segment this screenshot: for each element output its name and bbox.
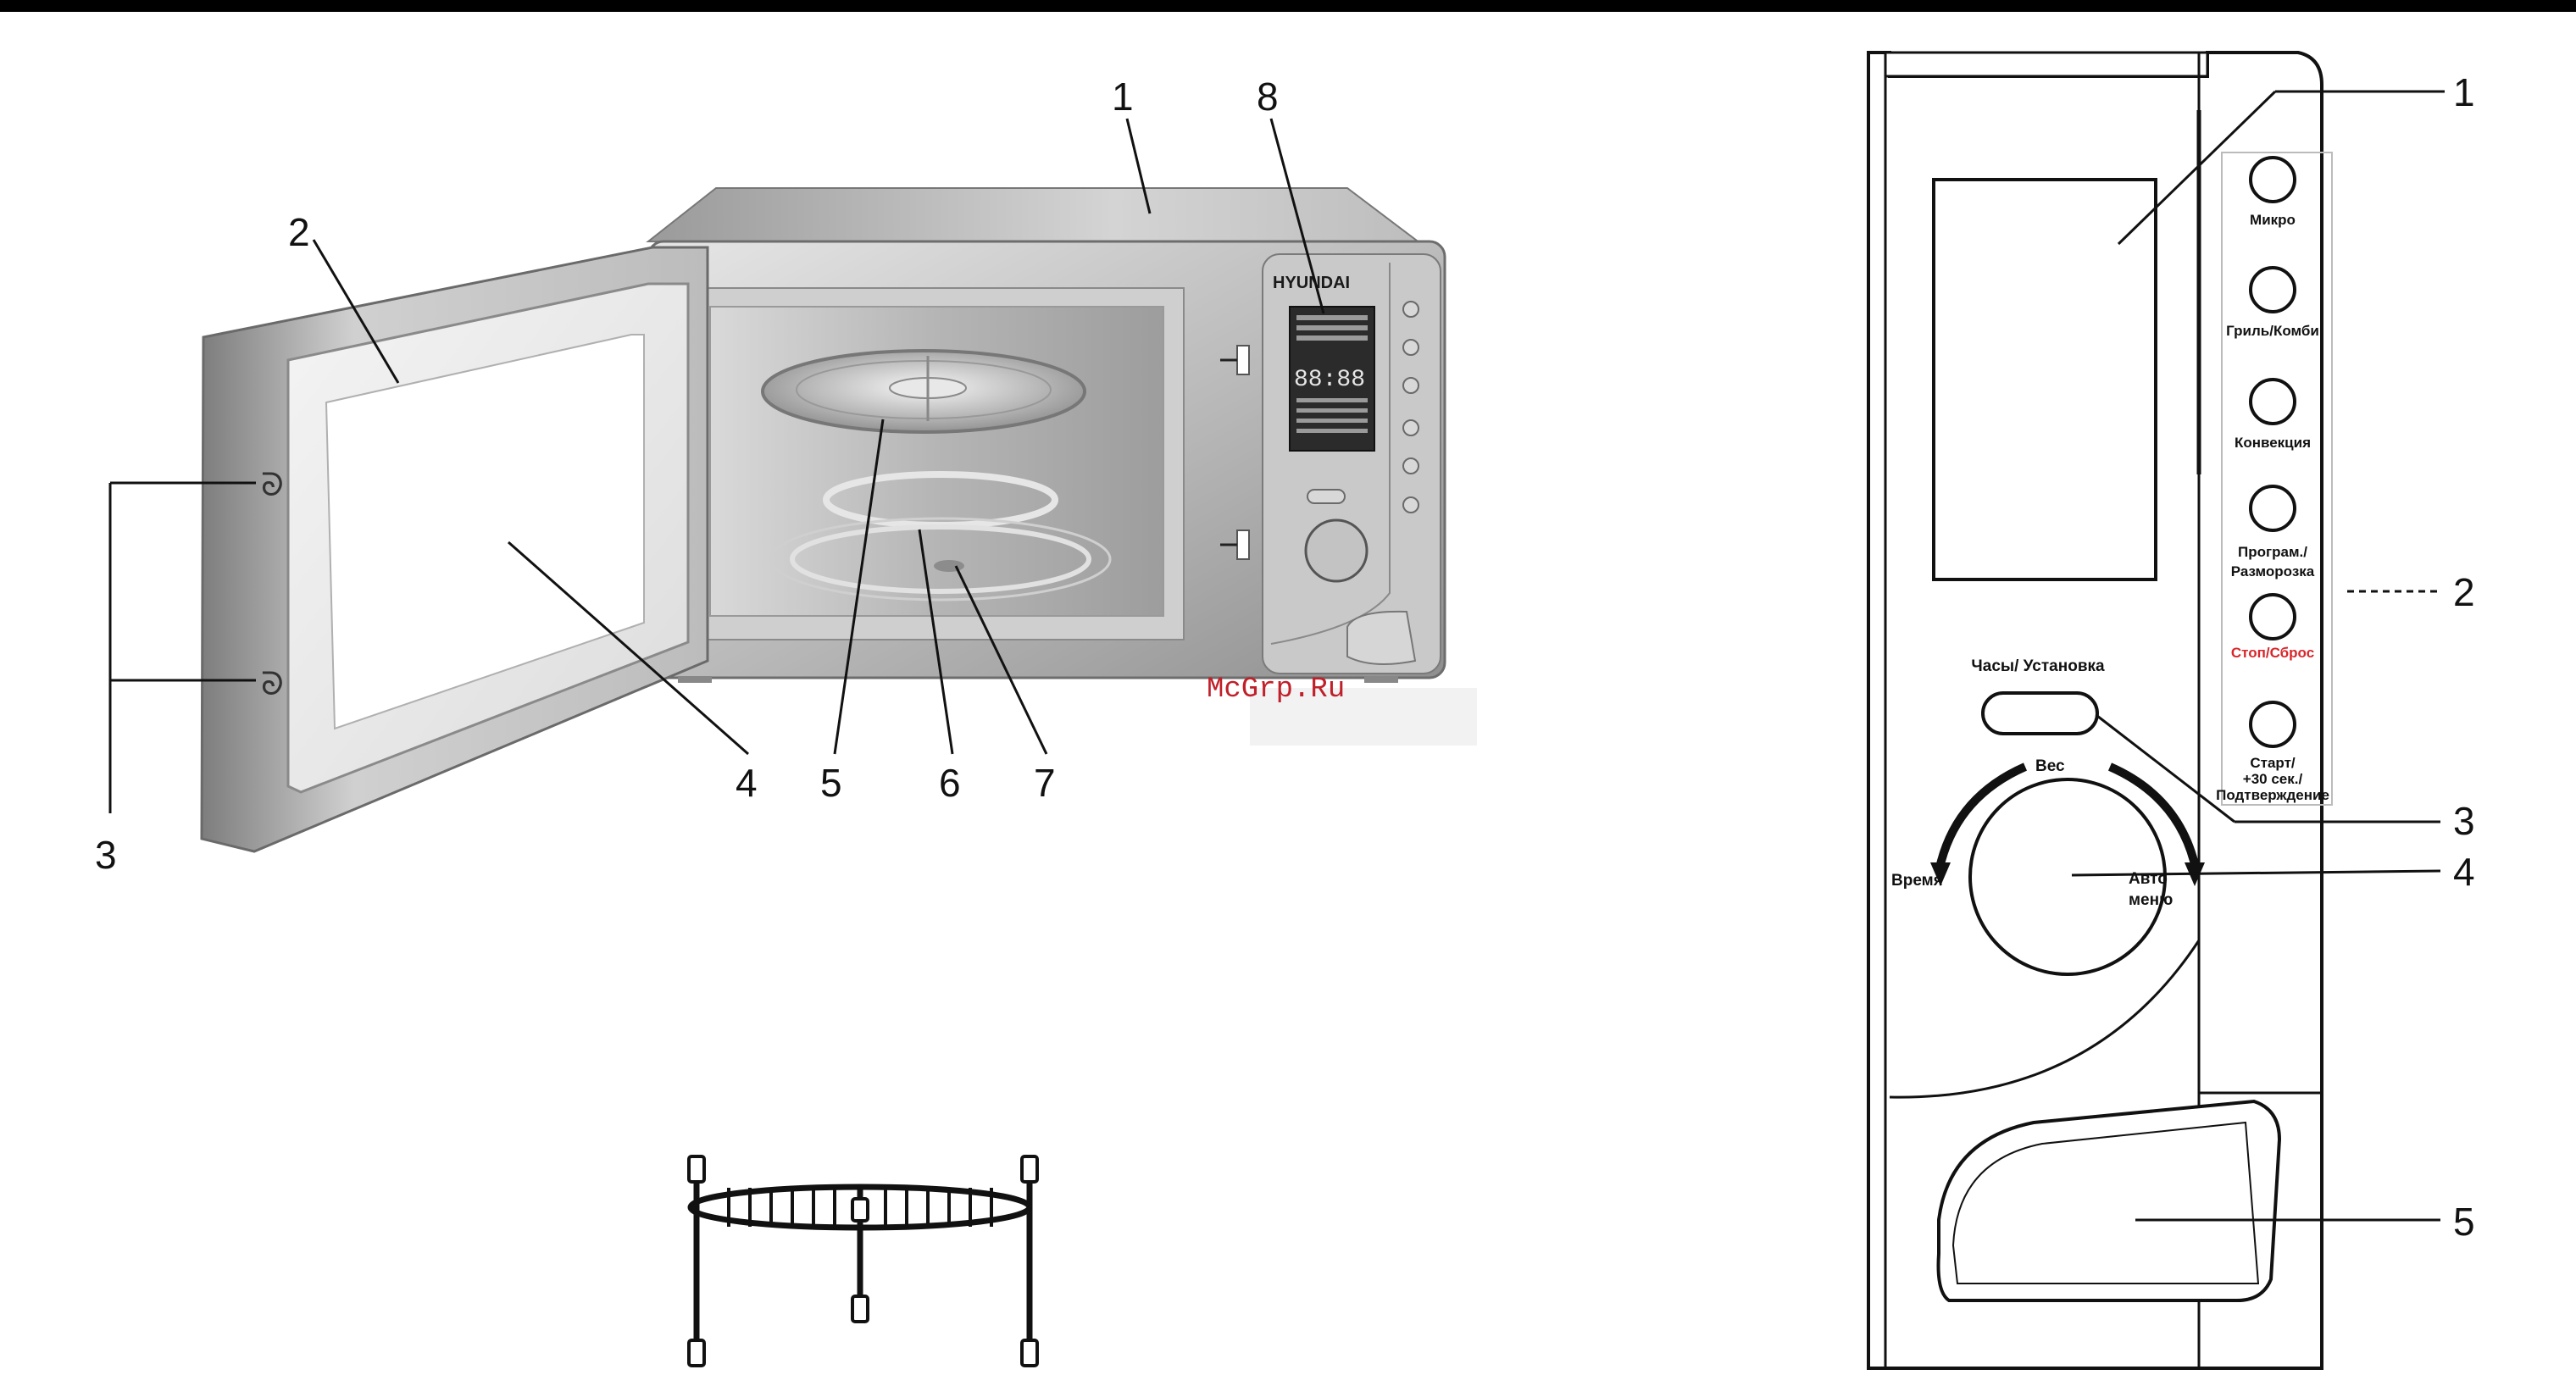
panel-callout-4: 4 xyxy=(2453,850,2475,894)
panel-callout-1: 1 xyxy=(2453,70,2475,114)
dial-auto-label: Авто xyxy=(2129,870,2168,888)
grill-combi-label: Гриль/Комби xyxy=(2226,323,2319,339)
start-label: Старт/ xyxy=(2250,755,2296,771)
panel-callout-2: 2 xyxy=(2453,570,2475,614)
brand-logo: HYUNDAI xyxy=(1273,274,1350,292)
dial-time-label: Время xyxy=(1891,872,1943,890)
grill-combi-button xyxy=(2251,268,2295,312)
convection-label: Конвекция xyxy=(2235,435,2311,451)
program-label: Програм./ xyxy=(2238,544,2307,560)
microwave-illustration: HYUNDAI 88:88 ᘐ ᘐ McGrp.Ru xyxy=(95,75,1477,877)
watermark: McGrp.Ru xyxy=(1207,674,1345,706)
confirm-label: Подтверждение xyxy=(2216,787,2329,803)
display-digits: 88:88 xyxy=(1294,367,1365,393)
dial-menu-label: меню xyxy=(2129,891,2173,909)
panel-callout-5: 5 xyxy=(2453,1200,2475,1244)
callout-3: 3 xyxy=(95,833,117,877)
callout-7: 7 xyxy=(1034,761,1056,805)
clock-button xyxy=(1983,693,2097,734)
latch-hook-lower-icon: ᘐ xyxy=(261,665,284,702)
plus30-label: +30 сек./ xyxy=(2243,771,2303,787)
panel-callout-3: 3 xyxy=(2453,799,2475,843)
callout-2: 2 xyxy=(288,210,310,254)
callout-6: 6 xyxy=(939,761,961,805)
micro-label: Микро xyxy=(2250,212,2296,228)
latch-hook-upper-icon: ᘐ xyxy=(261,466,284,503)
stop-reset-label: Стоп/Сброс xyxy=(2231,645,2314,661)
dial-weight-label: Вес xyxy=(2035,757,2065,775)
callout-1: 1 xyxy=(1112,75,1134,119)
defrost-label: Разморозка xyxy=(2231,563,2315,579)
mini-dial xyxy=(1306,520,1367,581)
stop-reset-button xyxy=(2251,595,2295,639)
wire-rack-illustration xyxy=(689,1156,1037,1366)
micro-button xyxy=(2251,158,2295,202)
convection-button xyxy=(2251,380,2295,424)
clock-label: Часы/ Установка xyxy=(1971,657,2105,675)
control-panel-detail: Микро Гриль/Комби Конвекция Програм./ Ра… xyxy=(1868,53,2475,1368)
callout-4: 4 xyxy=(736,761,758,805)
program-defrost-button xyxy=(2251,486,2295,530)
callout-8: 8 xyxy=(1257,75,1279,119)
callout-5: 5 xyxy=(820,761,842,805)
start-button xyxy=(2251,702,2295,746)
